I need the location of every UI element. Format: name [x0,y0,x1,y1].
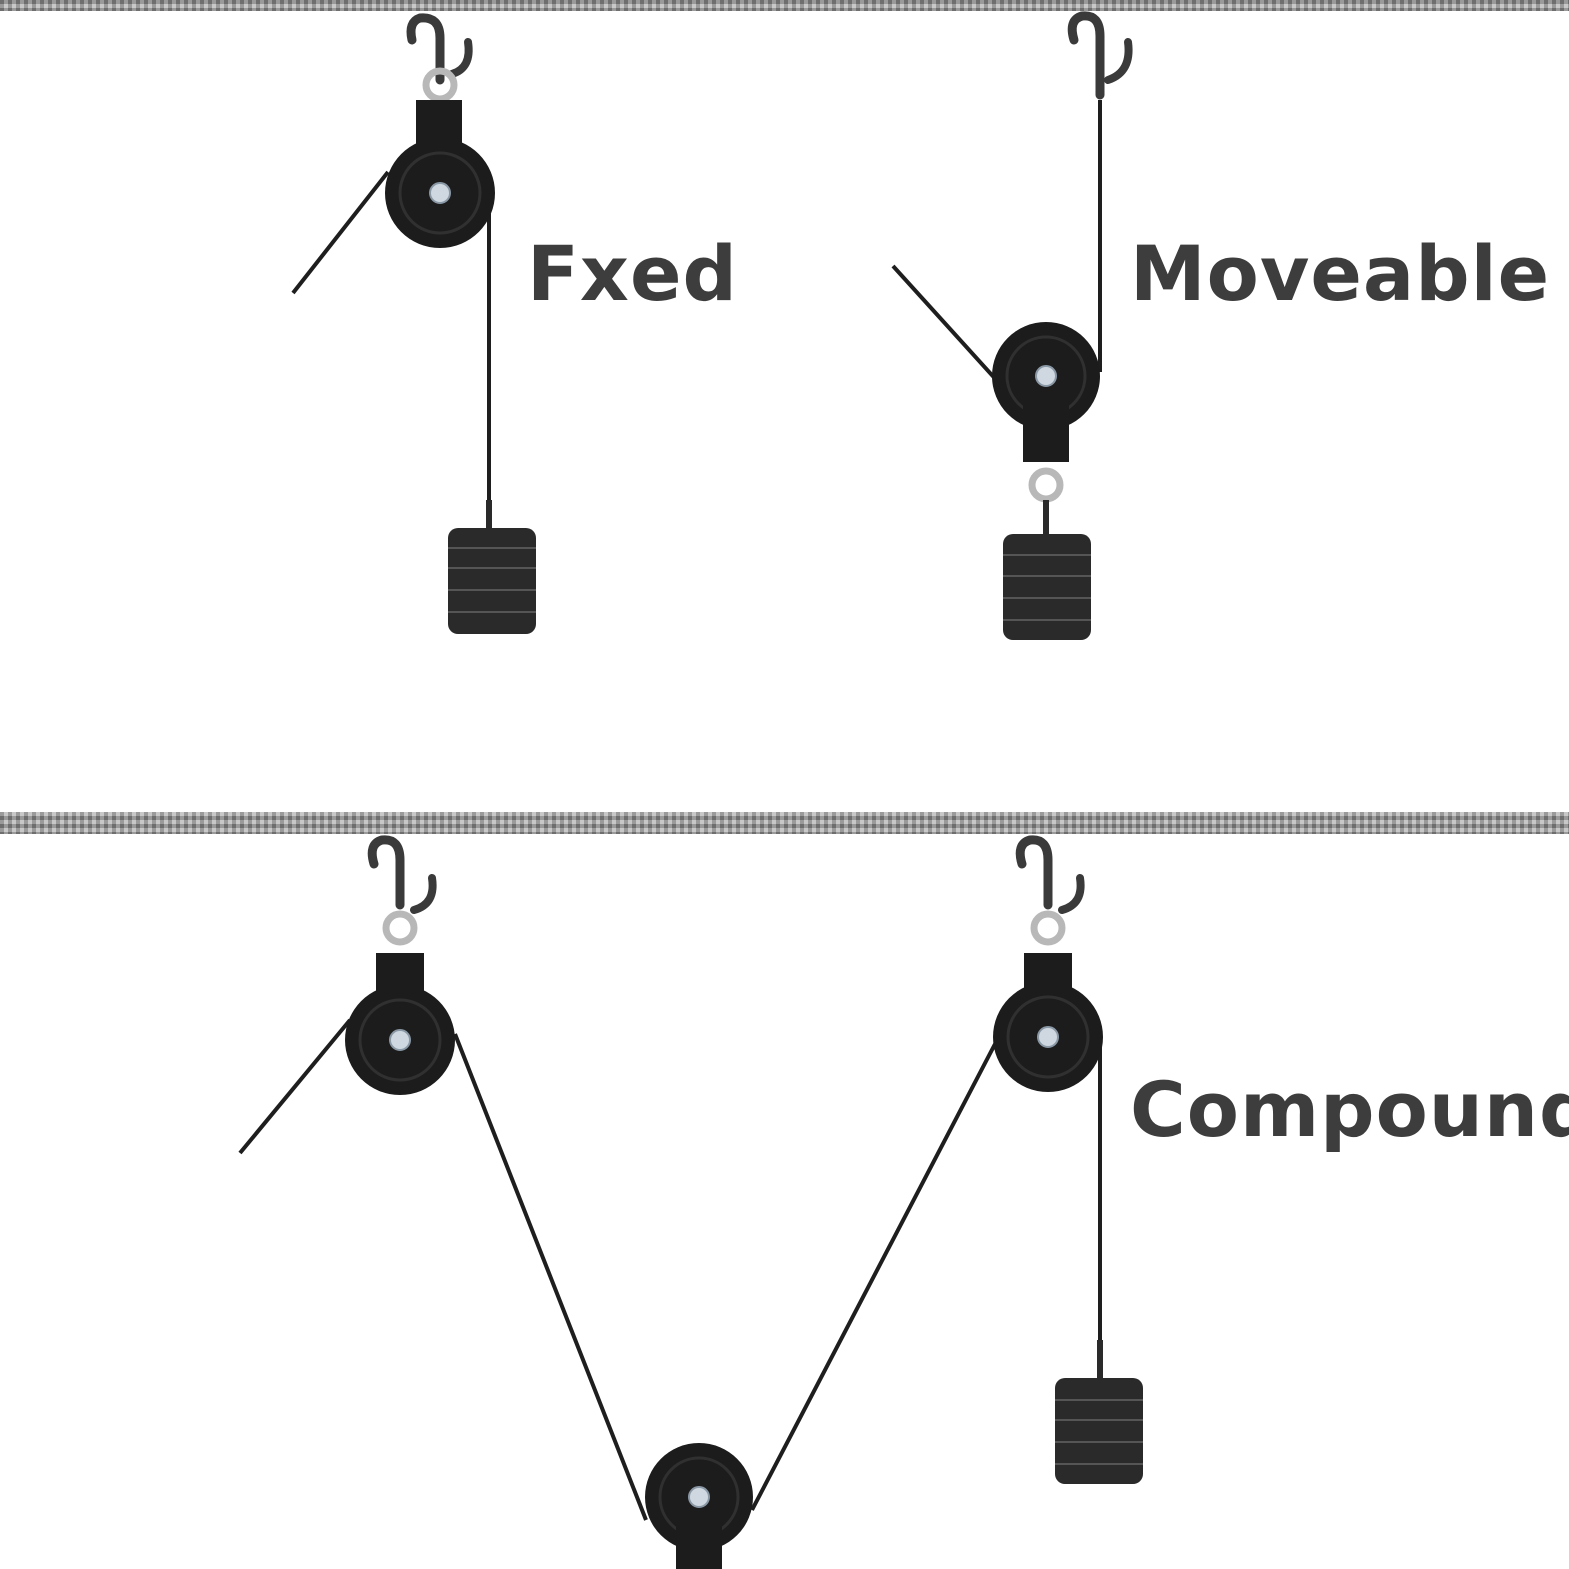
fixed-pulley-system [291,13,536,634]
rope [750,1043,997,1511]
ceiling-bar-top [0,0,1569,11]
eye-ring-icon [1030,910,1066,946]
rope [453,1033,648,1521]
hook-tip-icon [448,38,473,78]
eye-ring-icon [422,67,458,103]
bolt-icon [429,182,451,204]
fixed-pulley-label: Fxed [527,229,738,318]
rope [238,1018,352,1155]
eye-ring-icon [1028,467,1064,503]
bolt-icon [688,1486,710,1508]
pulley-bracket [1023,392,1069,462]
weight-stack [448,528,536,634]
rope [291,170,390,295]
weight-rod [1043,500,1049,536]
hook-icon [1067,11,1105,100]
hook-icon [1015,835,1053,910]
rope [891,264,1002,386]
pulley-bracket [676,1515,722,1569]
weight-rod [486,500,492,530]
eye-ring-icon [382,910,418,946]
moveable-pulley-system [891,11,1133,640]
bolt-icon [389,1029,411,1051]
weight-rod [1097,1340,1103,1380]
hook-tip-icon [1104,38,1133,84]
compound-pulley-system [238,835,1143,1569]
hook-icon [367,835,405,910]
hook-tip-icon [410,874,437,914]
weight-stack [1003,534,1091,640]
compound-pulley-label: Compound [1130,1065,1569,1154]
bolt-icon [1037,1026,1059,1048]
moveable-pulley-label: Moveable [1130,229,1551,318]
weight-stack [1055,1378,1143,1484]
hook-tip-icon [1058,874,1085,914]
hook-icon [406,13,445,85]
ceiling-bar-bottom [0,812,1569,834]
bolt-icon [1035,365,1057,387]
